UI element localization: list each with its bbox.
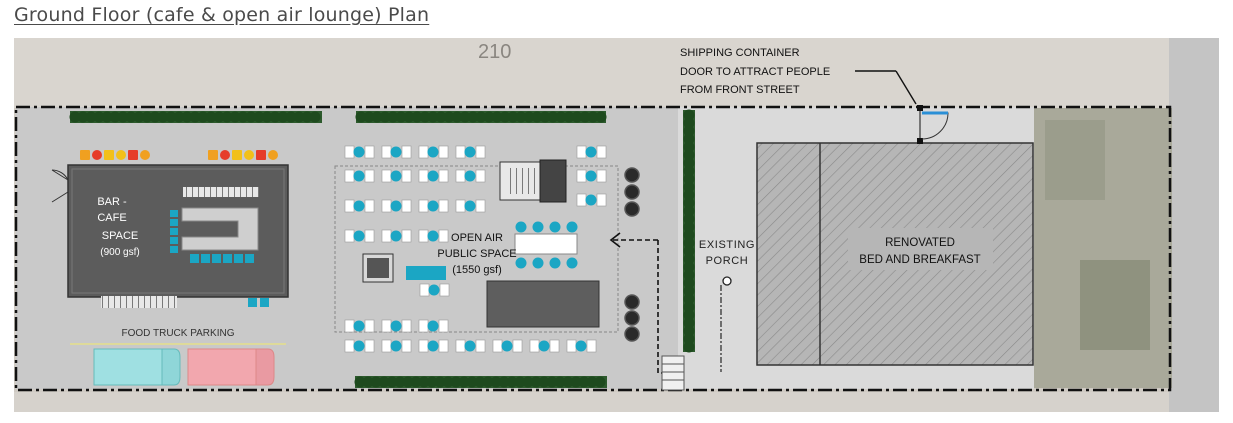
bar-counter	[181, 207, 259, 251]
tree	[624, 326, 640, 342]
container-label-1: SHIPPING CONTAINER	[680, 47, 800, 59]
bar-seating	[80, 150, 278, 307]
adjacent-lot	[1169, 38, 1219, 412]
leader-line	[895, 70, 917, 105]
bar-cafe-label-3: SPACE	[102, 230, 138, 242]
cafe-table	[427, 320, 439, 332]
food-truck-cyan	[93, 348, 181, 386]
bar-cafe-area: (900 gsf)	[100, 247, 139, 258]
bnb-label-2: BED AND BREAKFAST	[859, 254, 980, 266]
bar-stool	[244, 150, 254, 160]
cafe-table	[390, 320, 402, 332]
tree	[624, 294, 640, 310]
cafe-table	[390, 340, 402, 352]
cafe-table	[427, 340, 439, 352]
bar-stair	[101, 296, 177, 308]
cafe-table	[390, 200, 402, 212]
tree	[624, 167, 640, 183]
cafe-table	[501, 340, 513, 352]
tree	[624, 201, 640, 217]
arrow-icon	[609, 232, 621, 248]
bar-shelving	[183, 187, 259, 197]
cafe-table	[353, 146, 365, 158]
tree	[624, 184, 640, 200]
open-air-label-2: PUBLIC SPACE	[437, 248, 516, 260]
street-number: 210	[478, 41, 511, 63]
bar-cafe-label-2: CAFE	[97, 212, 126, 224]
cafe-table	[353, 340, 365, 352]
cafe-table	[427, 146, 439, 158]
cafe-table	[427, 230, 439, 242]
cafe-table	[427, 170, 439, 182]
bar-stool	[80, 150, 90, 160]
container-label-3: FROM FRONT STREET	[680, 84, 800, 96]
bar-stool	[128, 150, 138, 160]
food-truck-label: FOOD TRUCK PARKING	[122, 328, 235, 339]
cafe-table	[538, 340, 550, 352]
open-air-seating	[344, 145, 607, 353]
cafe-table	[353, 200, 365, 212]
walkway-path	[612, 239, 674, 374]
tree	[624, 310, 640, 326]
open-air-boundary	[334, 165, 619, 333]
cafe-table	[585, 170, 597, 182]
food-truck-pink	[187, 348, 275, 386]
cafe-table	[390, 230, 402, 242]
bar-stool	[116, 150, 126, 160]
entry-stair	[661, 355, 685, 391]
property-line	[14, 105, 1172, 392]
open-air-label-1: OPEN AIR	[451, 232, 503, 244]
porch-label-2: PORCH	[706, 255, 749, 267]
cafe-table	[390, 170, 402, 182]
cafe-table	[575, 340, 587, 352]
cafe-table	[464, 340, 476, 352]
bar-stool	[208, 150, 218, 160]
hedges	[69, 109, 695, 388]
bar-stool	[140, 150, 150, 160]
stage-platform	[486, 280, 600, 328]
container-label-2: DOOR TO ATTRACT PEOPLE	[680, 66, 830, 78]
porch-post	[722, 276, 732, 286]
cafe-table	[464, 146, 476, 158]
bar-stool	[220, 150, 230, 160]
bar-stool	[232, 150, 242, 160]
bar-stool	[92, 150, 102, 160]
cafe-table	[427, 200, 439, 212]
bar-stool	[268, 150, 278, 160]
cafe-table	[428, 284, 440, 296]
bar-cafe-label-1: BAR -	[97, 196, 127, 208]
trees	[624, 167, 640, 342]
cafe-table	[390, 146, 402, 158]
cafe-table	[353, 170, 365, 182]
cafe-table	[353, 320, 365, 332]
long-table	[514, 233, 578, 255]
cafe-table	[585, 146, 597, 158]
cafe-table	[464, 200, 476, 212]
cafe-table	[464, 170, 476, 182]
porch-label-1: EXISTING	[699, 239, 755, 251]
cafe-table	[585, 194, 597, 206]
bar-stool	[104, 150, 114, 160]
open-air-area: (1550 gsf)	[452, 264, 502, 276]
cafe-table	[353, 230, 365, 242]
teal-bench	[406, 266, 446, 280]
plan-title: Ground Floor (cafe & open air lounge) Pl…	[14, 4, 430, 26]
bar-stool	[256, 150, 266, 160]
bnb-label-1: RENOVATED	[885, 237, 955, 249]
